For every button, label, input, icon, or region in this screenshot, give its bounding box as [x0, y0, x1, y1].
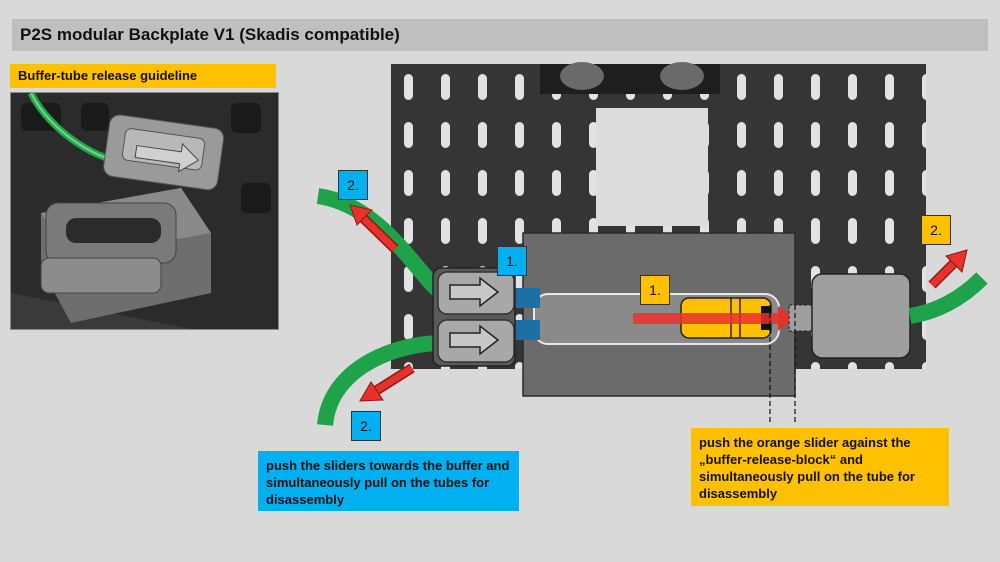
tube-top-left — [316, 188, 444, 297]
page-title: P2S modular Backplate V1 (Skadis compati… — [20, 25, 400, 44]
tube-bottom-left — [317, 335, 439, 427]
blue-instruction-note: push the sliders towards the buffer and … — [258, 451, 519, 511]
orange-instruction-note: push the orange slider against the „buff… — [691, 428, 949, 506]
step2-badge-top-left: 2. — [338, 170, 368, 200]
tube-right — [908, 272, 988, 324]
pull-arrow-right — [928, 249, 968, 289]
step1-badge-orange: 1. — [640, 275, 670, 305]
guideline-label-box: Buffer-tube release guideline — [10, 64, 276, 88]
slider-housing — [432, 267, 516, 367]
title-bar: P2S modular Backplate V1 (Skadis compati… — [12, 19, 988, 51]
closeup-photo — [10, 92, 279, 330]
guideline-label: Buffer-tube release guideline — [18, 68, 198, 83]
step1-badge-blue: 1. — [497, 246, 527, 276]
closeup-illustration — [11, 93, 278, 329]
pull-arrow-bottom-left — [359, 363, 415, 402]
step2-badge-right: 2. — [921, 215, 951, 245]
connector-bottom — [510, 320, 540, 340]
buffer-release-block — [788, 273, 911, 359]
push-arrow — [633, 306, 795, 331]
connector-top — [510, 288, 540, 308]
pull-arrow-top-left — [349, 204, 399, 253]
step2-badge-bottom-left: 2. — [351, 411, 381, 441]
